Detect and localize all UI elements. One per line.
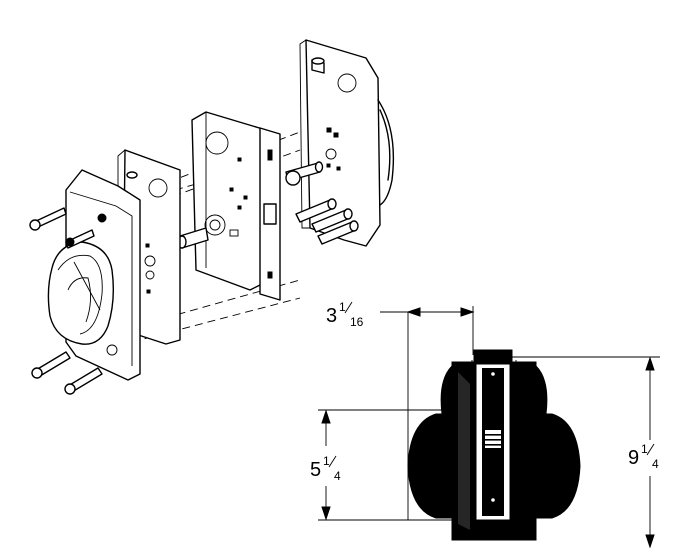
backset-numerator: 1	[339, 300, 346, 314]
knob-height-fraction-slash	[328, 455, 337, 468]
overall-height-numerator: 1	[641, 442, 648, 456]
knob-height-numerator: 1	[323, 454, 330, 468]
overall-height-whole: 9	[628, 447, 639, 469]
overall-height-dimension: 9 1 4	[512, 356, 660, 548]
overall-height-fraction-slash	[646, 443, 655, 456]
backset-label: 3	[326, 305, 337, 327]
knob-height-dimension: 5 1 4	[310, 409, 456, 521]
front-escutcheon	[47, 169, 141, 381]
screws	[29, 207, 103, 395]
backset-denominator: 16	[350, 315, 364, 329]
backset-whole: 3	[326, 305, 337, 327]
mounting-posts	[285, 161, 359, 245]
knob-height-whole: 5	[310, 459, 321, 481]
exploded-assembly	[29, 39, 395, 395]
backset-fraction-slash	[344, 301, 353, 314]
escutcheon-silhouette	[440, 349, 548, 541]
knob-height-denominator: 4	[334, 469, 341, 483]
knob-silhouette	[407, 413, 581, 519]
front-elevation: 3 1 16 5 1 4 9 1	[310, 300, 660, 548]
backset-dimension: 3 1 16	[326, 300, 475, 520]
overall-height-denominator: 4	[652, 457, 659, 471]
mortise-lock-body	[177, 111, 281, 301]
